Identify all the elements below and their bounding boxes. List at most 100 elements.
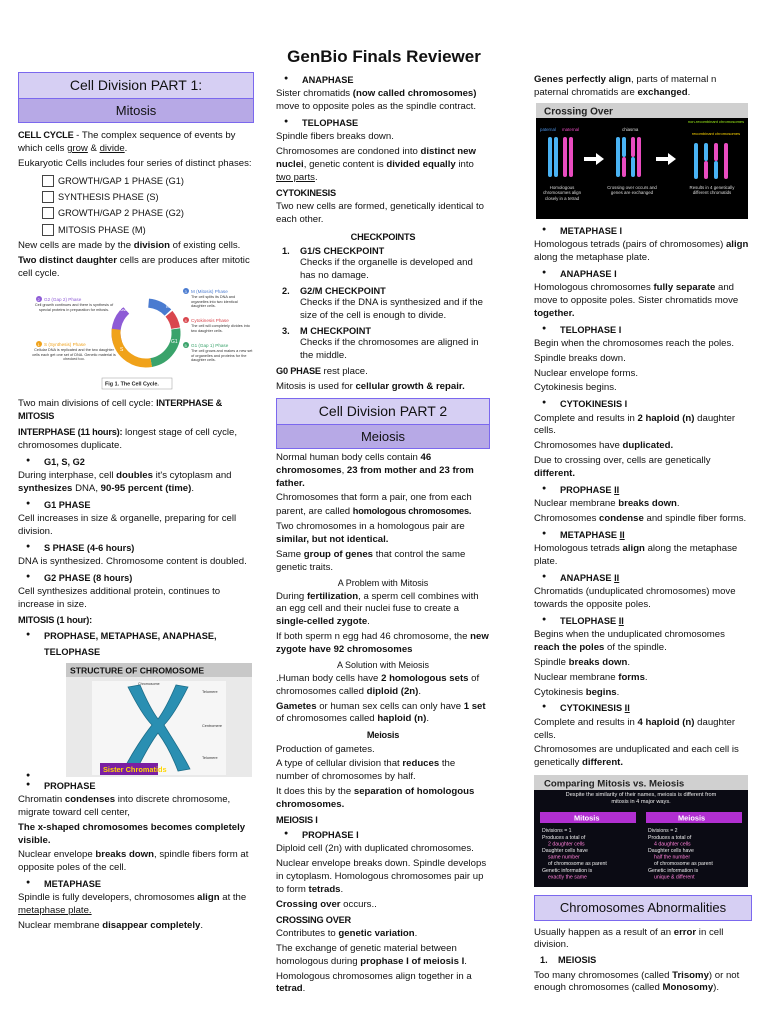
m-marker-icon bbox=[183, 287, 189, 294]
checkbox-icon[interactable] bbox=[42, 223, 54, 236]
bullet-prophase: PROPHASE bbox=[18, 780, 254, 792]
arrow-right-icon bbox=[656, 152, 676, 165]
crossing-text-3: Homologous chromosomes align together in… bbox=[276, 970, 472, 995]
trisomy-text: Too many chromosomes (called Trisomy) or… bbox=[534, 969, 740, 994]
metaphase-1-text: Homologous tetrads (pairs of chromosomes… bbox=[534, 239, 749, 263]
prophase-envelope: Nuclear envelope breaks down, spindle fi… bbox=[18, 849, 249, 874]
mitosis-row-4b: exactly the same bbox=[548, 875, 587, 881]
bullet-telophase-2: TELOPHASE II bbox=[534, 615, 752, 627]
m-title: M (Mitosis) Phase bbox=[191, 289, 228, 294]
bullet-telophase-1: TELOPHASE I bbox=[534, 324, 752, 336]
cytokinesis-marker-icon bbox=[183, 316, 189, 323]
new-cells-text: New cells are made by the division of ex… bbox=[18, 240, 241, 251]
checkpoint-3: 3.M CHECKPOINT bbox=[282, 326, 371, 337]
cytokinesis-1-text-2: Chromosomes have duplicated. bbox=[534, 440, 674, 452]
crossing-over-heading: CROSSING OVER bbox=[276, 914, 351, 925]
prophase-2-text-1: Nuclear membrane breaks down. bbox=[534, 498, 680, 510]
g1-text: The cell grows and makes a new set of or… bbox=[191, 348, 253, 362]
column-middle: ANAPHASE Sister chromatids (now called c… bbox=[276, 74, 490, 998]
checkpoints-heading: CHECKPOINTS bbox=[350, 231, 416, 242]
s-marker-icon bbox=[36, 340, 42, 347]
bullet-empty bbox=[18, 771, 254, 780]
g1-marker-icon bbox=[183, 341, 189, 348]
section-header-chromosome-abnormalities: Chromosomes Abnormalities bbox=[534, 895, 752, 921]
checkpoint-3-text: Checks if the chromosomes are aligned in… bbox=[300, 337, 479, 362]
prophase-1-text-3: Crossing over occurs.. bbox=[276, 898, 377, 910]
checkbox-icon[interactable] bbox=[42, 207, 54, 220]
crossing-text-2: The exchange of genetic material between… bbox=[276, 942, 467, 967]
telophase-2-text-4: Cytokinesis begins. bbox=[534, 686, 620, 698]
cytokinesis-title: Cytokinesis Phase bbox=[191, 318, 229, 323]
s-text: Cellular DNA is replicated and the two d… bbox=[32, 347, 116, 361]
bullet-cytokinesis-2: CYTOKINESIS II bbox=[534, 702, 752, 714]
mitosis-use-text: Mitosis is used for cellular growth & re… bbox=[276, 380, 465, 392]
meiosis-1-heading: MEIOSIS I bbox=[276, 814, 318, 825]
prophase-1-text-2: Nuclear envelope breaks down. Spindle de… bbox=[276, 858, 487, 895]
checkbox-icon[interactable] bbox=[42, 191, 54, 204]
header-title: Cell Division PART 2 bbox=[277, 398, 489, 425]
g2-marker-number: 2 bbox=[38, 297, 41, 302]
caption-stage-2: Crossing over occurs and genes are excha… bbox=[607, 184, 657, 195]
meiosis-row-3b: half the number bbox=[654, 855, 690, 861]
cytokinesis-2-text-1: Complete and results in 4 haploid (n) da… bbox=[534, 716, 736, 741]
checkbox-icon[interactable] bbox=[42, 174, 54, 187]
fertilization-text: During fertilization, a sperm cell combi… bbox=[276, 590, 479, 628]
telophase-1-text-2: Spindle breaks down. bbox=[534, 352, 626, 364]
cytokinesis-text: The cell will completely divides into tw… bbox=[191, 323, 250, 333]
phase-checkbox-item[interactable]: SYNTHESIS PHASE (S) bbox=[18, 191, 254, 204]
interphase-text: INTERPHASE (11 hours): longest stage of … bbox=[18, 427, 237, 452]
phase-checkbox-item[interactable]: GROWTH/GAP 1 PHASE (G1) bbox=[18, 174, 254, 187]
telomere-bottom-label: Telomere bbox=[202, 756, 218, 760]
normal-cells-text: Normal human body cells contain 46 chrom… bbox=[276, 451, 474, 489]
bullet-anaphase: ANAPHASE bbox=[276, 74, 490, 86]
meiosis-heading: Meiosis bbox=[366, 730, 400, 741]
mitosis-row-4: Genetic information is bbox=[542, 868, 593, 874]
telophase-2-text-2: Spindle breaks down. bbox=[534, 656, 630, 668]
cell-cycle-figure: G2 M G1 S 2 G2 (Gap 2) Phase Cell growth… bbox=[18, 287, 254, 391]
eukaryotic-text: Eukaryotic Cells includes four series of… bbox=[18, 157, 252, 169]
metaphase-2-text: Homologous tetrads align along the metap… bbox=[534, 543, 738, 567]
s-marker-number: 1 bbox=[38, 342, 41, 347]
crossing-text-1: Contributes to genetic variation. bbox=[276, 927, 418, 939]
chromosome-icon bbox=[123, 684, 191, 772]
if-both-text: If both sperm n egg had 46 chromosome, t… bbox=[276, 631, 489, 655]
prophase-1-text-1: Diploid cell (2n) with duplicated chromo… bbox=[276, 843, 474, 855]
mitosis-column-header: Mitosis bbox=[574, 814, 599, 823]
cell-cycle-diagram: G2 M G1 S 2 G2 (Gap 2) Phase Cell growth… bbox=[32, 287, 253, 389]
g1-marker-number: 5 bbox=[185, 343, 188, 348]
meiosis-row-1: Divisions = 2 bbox=[648, 828, 678, 834]
bullet-mitosis-phases: PROPHASE, METAPHASE, ANAPHASE, TELOPHASE bbox=[18, 629, 254, 660]
header-title: Cell Division PART 1: bbox=[19, 73, 253, 99]
phase-checkbox-item[interactable]: GROWTH/GAP 2 PHASE (G2) bbox=[18, 207, 254, 220]
two-chromosomes-text: Two chromosomes in a homologous pair are… bbox=[276, 521, 465, 546]
recombinant-label: recombinant chromosomes bbox=[691, 131, 741, 136]
header-subtitle: Meiosis bbox=[277, 424, 489, 448]
figure-caption: Fig 1. The Cell Cycle. bbox=[105, 381, 159, 387]
cytokinesis-1-text-3: Due to crossing over, cells are genetica… bbox=[534, 455, 711, 479]
cytokinesis-1-text-1: Complete and results in 2 haploid (n) da… bbox=[534, 412, 736, 437]
s-title: S (Synthesis) Phase bbox=[44, 342, 86, 347]
bullet-prophase-2: PROPHASE II bbox=[534, 484, 752, 496]
bullet-g1-s-g2: G1, S, G2 bbox=[18, 456, 254, 468]
telophase-2-text-3: Nuclear membrane forms. bbox=[534, 671, 648, 683]
genes-align-text: Genes perfectly align, parts of maternal… bbox=[534, 74, 717, 98]
arrow-right-icon bbox=[584, 152, 604, 165]
g2-ring-label: G2 bbox=[120, 307, 127, 313]
homologous-text: Chromosomes that form a pair, one from e… bbox=[276, 492, 472, 518]
phase-checkbox-item[interactable]: MITOSIS PHASE (M) bbox=[18, 223, 254, 236]
column-right: Genes perfectly align, parts of maternal… bbox=[534, 74, 752, 997]
m-ring-label: M bbox=[166, 304, 170, 310]
two-daughter-text: Two distinct daughter cells are produces… bbox=[18, 254, 250, 279]
mitosis-vs-meiosis-figure: Comparing Mitosis vs. Meiosis Despite th… bbox=[534, 775, 748, 888]
checkpoint-1: 1.G1/S CHECKPOINT bbox=[282, 246, 385, 257]
g1-ring-label: G1 bbox=[171, 339, 178, 345]
usually-text: Usually happen as a result of an error i… bbox=[534, 926, 724, 951]
chromosome-figure-title: STRUCTURE OF CHROMOSOME bbox=[70, 665, 204, 675]
solution-text: .Human body cells have 2 homologous sets… bbox=[276, 672, 480, 697]
anaphase-2-text: Chromatids (unduplicated chromosomes) mo… bbox=[534, 586, 736, 611]
mitosis-row-3: Daughter cells have bbox=[542, 848, 588, 854]
caption-stage-1: Homologous chromosomes align closely in … bbox=[542, 184, 582, 201]
telophase-text-1: Spindle fibers breaks down. bbox=[276, 131, 394, 143]
telophase-1-text-4: Cytokinesis begins. bbox=[534, 382, 617, 394]
anaphase-1-text: Homologous chromosomes fully separate an… bbox=[534, 282, 739, 319]
